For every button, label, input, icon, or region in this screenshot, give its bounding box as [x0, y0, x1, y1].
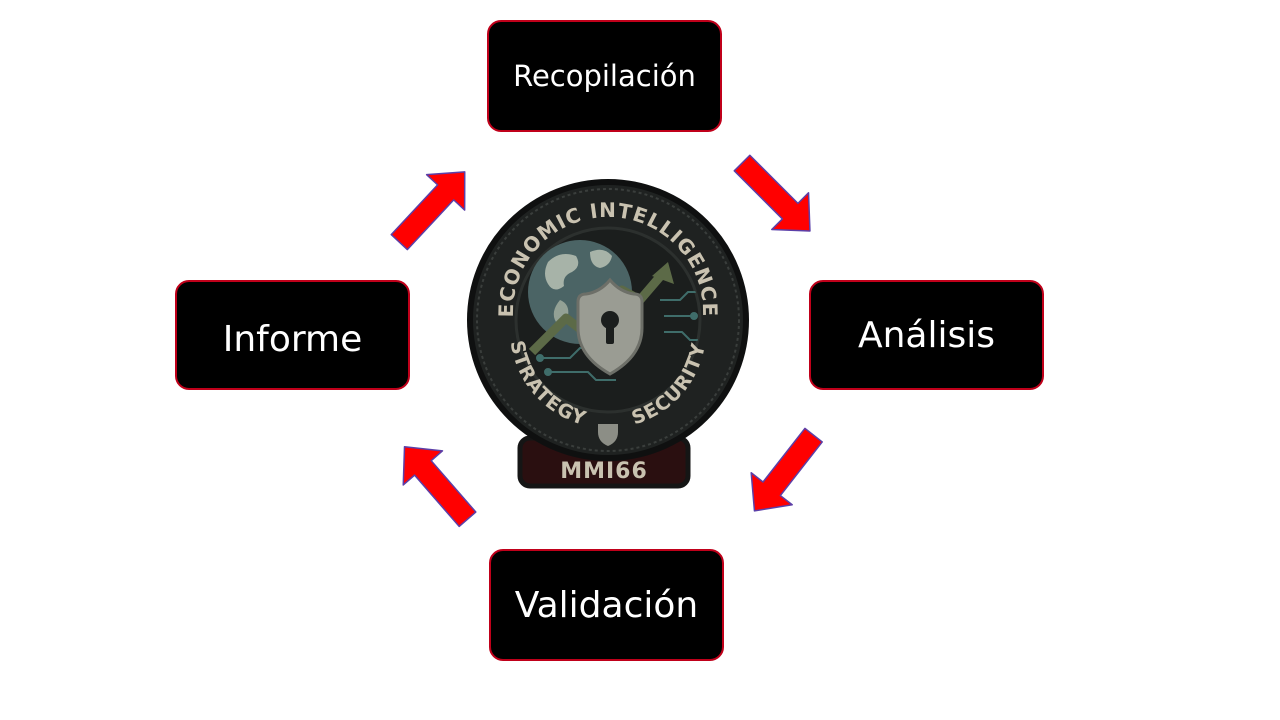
stage-label: Análisis [857, 314, 996, 356]
arrow-validacion-to-informe [402, 446, 477, 528]
stage-label: Informe [222, 318, 363, 360]
stage-box-analisis: Análisis [809, 280, 1044, 390]
stage-box-informe: Informe [175, 280, 410, 390]
arrow-analisis-to-validacion [750, 427, 823, 512]
stage-box-validacion: Validación [489, 549, 724, 661]
shield-lock-icon [576, 277, 644, 376]
small-shield-icon [598, 424, 618, 446]
badge-tab-text: MMI66 [560, 459, 648, 484]
arrow-recopilacion-to-analisis [733, 154, 811, 232]
stage-label: Recopilación [513, 59, 696, 93]
stage-label: Validación [514, 584, 699, 626]
stage-box-recopilacion: Recopilación [487, 20, 722, 132]
arrow-informe-to-recopilacion [390, 171, 466, 251]
